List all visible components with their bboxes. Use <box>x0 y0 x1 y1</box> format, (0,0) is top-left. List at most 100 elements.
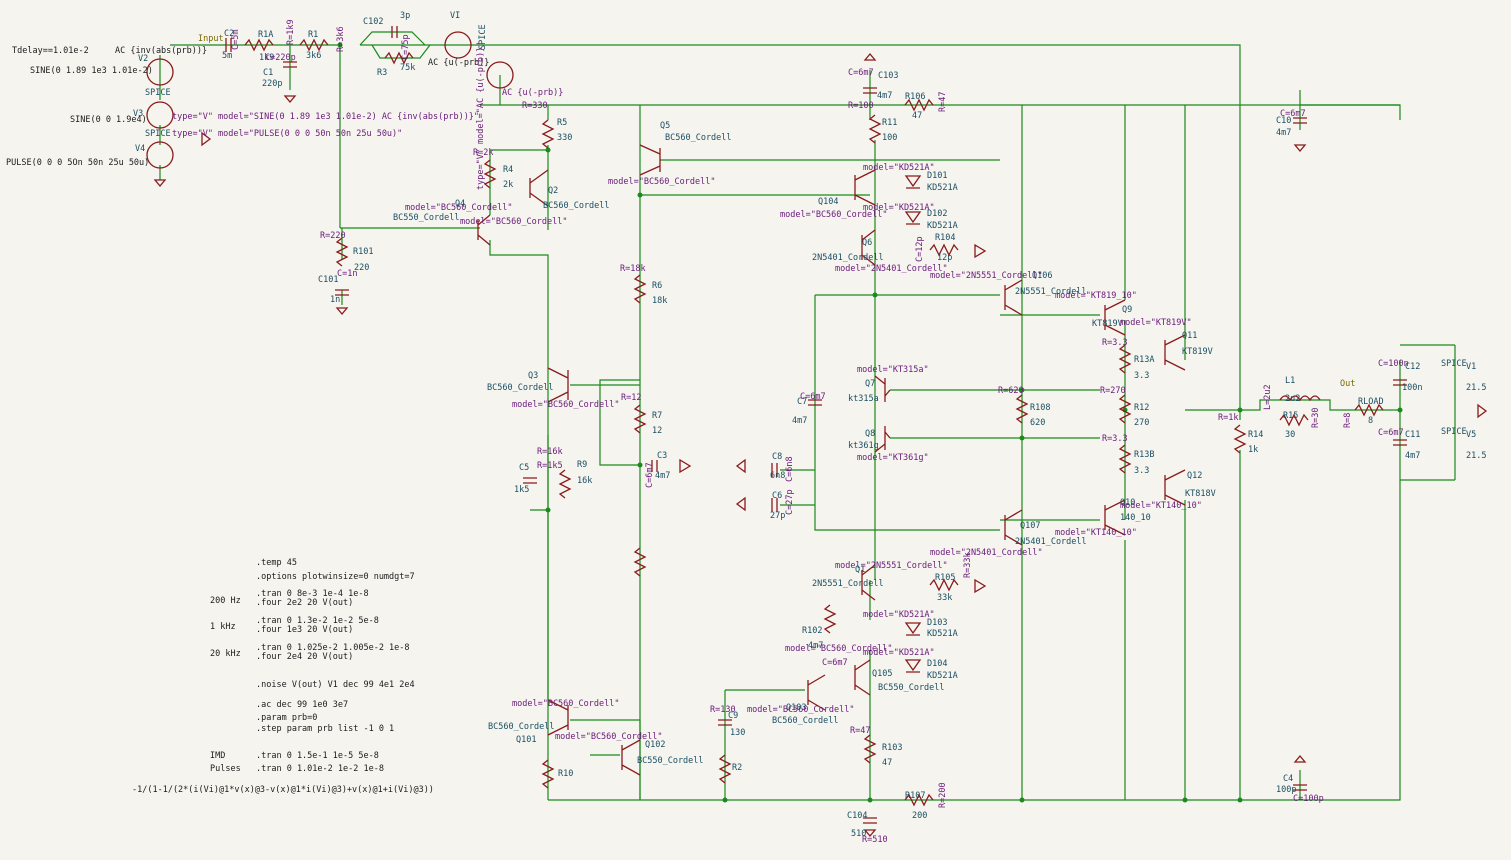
directive-tran-pulses[interactable]: .tran 0 1.01e-2 1e-2 1e-8 <box>256 764 384 774</box>
transistor-q101-icon[interactable] <box>547 699 569 736</box>
current-source-vi-icon[interactable] <box>444 31 472 59</box>
capacitor-c8-icon[interactable] <box>771 463 778 477</box>
capacitor-c104-icon[interactable] <box>863 817 877 824</box>
directive-temp[interactable]: .temp 45 <box>256 558 297 568</box>
r101-attr: R=220 <box>320 231 346 241</box>
resistor-r101-icon[interactable] <box>335 237 349 267</box>
resistor-r103-icon[interactable] <box>863 734 877 764</box>
transistor-q8-icon[interactable] <box>874 426 891 453</box>
diode-d104-icon[interactable] <box>904 659 922 673</box>
resistor-r15-icon[interactable] <box>1279 413 1309 427</box>
svg-text:R11: R11 <box>882 118 897 128</box>
transistor-q1-icon[interactable] <box>861 564 876 601</box>
resistor-r106-icon[interactable] <box>904 98 934 112</box>
capacitor-c1-icon[interactable] <box>283 61 297 68</box>
svg-text:D104: D104 <box>927 659 947 669</box>
transistor-q6-icon[interactable] <box>861 229 876 266</box>
capacitor-c5-icon[interactable] <box>523 477 537 484</box>
voltage-source-v4-icon[interactable] <box>146 141 174 169</box>
directive-four-20khz[interactable]: .four 2e4 20 V(out) <box>256 652 353 662</box>
capacitor-c101-icon[interactable] <box>335 289 349 296</box>
resistor-r107-icon[interactable] <box>904 793 934 807</box>
resistor-r5-icon[interactable] <box>541 119 555 149</box>
resistor-r2-icon[interactable] <box>718 754 732 784</box>
directive-ac[interactable]: .ac dec 99 1e0 3e7 <box>256 700 348 710</box>
capacitor-c4-icon[interactable] <box>1293 784 1307 791</box>
capacitor-c10-icon[interactable] <box>1293 117 1307 124</box>
resistor-r13b-icon[interactable] <box>1118 444 1132 474</box>
transistor-q2-icon[interactable] <box>529 169 549 207</box>
directive-four-200hz[interactable]: .four 2e2 20 V(out) <box>256 598 353 608</box>
transistor-q11-icon[interactable] <box>1164 334 1186 371</box>
transistor-q5-icon[interactable] <box>639 144 661 176</box>
capacitor-c2-icon[interactable] <box>225 38 232 52</box>
resistor-r9-icon[interactable] <box>558 469 572 499</box>
transistor-q106-icon[interactable] <box>1004 279 1023 316</box>
q7-model: model="KT315a" <box>857 365 929 375</box>
resistor-r11-icon[interactable] <box>868 114 882 144</box>
directive-param[interactable]: .param prb=0 <box>256 713 317 723</box>
c6-attr: C=27p <box>785 489 795 515</box>
transistor-q107-icon[interactable] <box>1004 509 1023 546</box>
resistor-r1-icon[interactable] <box>299 38 329 52</box>
voltage-source-v2-icon[interactable] <box>146 58 174 86</box>
capacitor-c11-icon[interactable] <box>1393 439 1407 446</box>
resistor-r1a-icon[interactable] <box>244 38 274 52</box>
directive-tran-20khz[interactable]: .tran 0 1.025e-2 1.005e-2 1e-8 <box>256 643 410 653</box>
directive-step[interactable]: .step param prb list -1 0 1 <box>256 724 394 734</box>
transistor-q102-icon[interactable] <box>621 739 641 776</box>
ground-icon <box>679 243 1488 594</box>
resistor-r14-icon[interactable] <box>1233 424 1247 454</box>
capacitor-c102-icon[interactable] <box>391 26 398 38</box>
resistor-r108-icon[interactable] <box>1015 394 1029 424</box>
c8-attr: C=6n8 <box>785 456 795 482</box>
capacitor-c3-icon[interactable] <box>651 460 658 472</box>
resistor-r102-icon[interactable] <box>823 604 837 634</box>
q103-part: BC560_Cordell <box>772 716 839 726</box>
transistor-q104-icon[interactable] <box>854 169 876 206</box>
c7-value: 4m7 <box>792 416 807 426</box>
transistor-q105-icon[interactable] <box>854 659 871 696</box>
voltage-source-v3-icon[interactable] <box>146 101 174 129</box>
transistor-q9-icon[interactable] <box>1104 299 1126 336</box>
directive-tran-200hz[interactable]: .tran 0 8e-3 1e-4 1e-8 <box>256 589 369 599</box>
svg-text:Q102: Q102 <box>645 740 665 750</box>
resistor-r3-icon[interactable] <box>384 51 414 65</box>
directive-formula[interactable]: -1/(1-1/(2*(i(Vi)@1*v(x)@3-v(x)@1*i(Vi)@… <box>132 785 434 795</box>
directive-tran-1khz[interactable]: .tran 0 1.3e-2 1e-2 5e-8 <box>256 616 379 626</box>
resistor-r4-icon[interactable] <box>483 159 497 189</box>
resistor-r10-icon[interactable] <box>541 759 555 789</box>
q1-part: 2N5551_Cordell <box>812 579 884 589</box>
capacitor-c6-icon[interactable] <box>771 498 778 512</box>
svg-text:Q106: Q106 <box>1032 271 1052 281</box>
capacitor-c7-icon[interactable] <box>808 399 822 406</box>
resistor-rload-icon[interactable] <box>1354 403 1384 417</box>
resistor-r104-icon[interactable] <box>929 243 959 257</box>
resistor-r6-icon[interactable] <box>633 274 647 304</box>
resistor-r12-icon[interactable] <box>1118 394 1132 424</box>
diode-d102-icon[interactable] <box>904 211 922 225</box>
c1-value: 220p <box>262 79 282 89</box>
inductor-l1-icon[interactable] <box>1279 395 1321 402</box>
transistor-q103-icon[interactable] <box>807 674 826 711</box>
resistor-r7-icon[interactable] <box>633 404 647 434</box>
directive-options[interactable]: .options plotwinsize=0 numdgt=7 <box>256 572 415 582</box>
transistor-q3-icon[interactable] <box>547 367 569 403</box>
current-source-i-icon[interactable] <box>486 61 514 89</box>
transistor-q7-icon[interactable] <box>874 375 891 402</box>
transistor-q4-icon[interactable] <box>477 214 491 246</box>
resistor-r105-icon[interactable] <box>929 578 959 592</box>
directive-tran-imd[interactable]: .tran 0 1.5e-1 1e-5 5e-8 <box>256 751 379 761</box>
directive-four-1khz[interactable]: .four 1e3 20 V(out) <box>256 625 353 635</box>
svg-text:Q104: Q104 <box>818 197 838 207</box>
resistor-r8-icon[interactable] <box>633 547 647 577</box>
capacitor-c9-icon[interactable] <box>718 719 732 726</box>
transistor-q10-icon[interactable] <box>1104 499 1126 536</box>
capacitor-c12-icon[interactable] <box>1393 379 1407 386</box>
resistor-r13a-icon[interactable] <box>1118 344 1132 374</box>
transistor-q12-icon[interactable] <box>1164 469 1186 506</box>
diode-d103-icon[interactable] <box>904 622 922 636</box>
capacitor-c103-icon[interactable] <box>863 87 877 94</box>
directive-noise[interactable]: .noise V(out) V1 dec 99 4e1 2e4 <box>256 680 415 690</box>
diode-d101-icon[interactable] <box>904 175 922 189</box>
